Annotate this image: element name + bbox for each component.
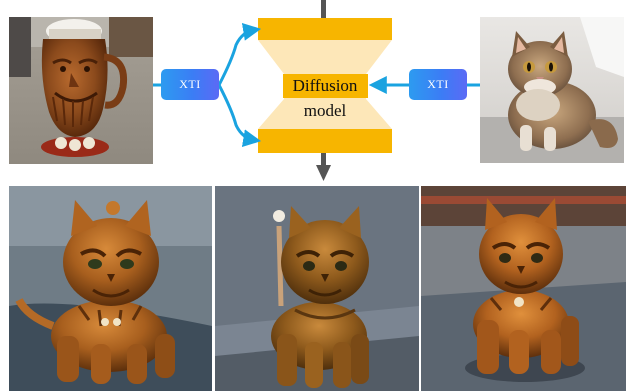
xti-box-right: XTI	[409, 69, 467, 100]
output-arrow-head	[316, 165, 331, 181]
output-arrow-shaft	[321, 153, 326, 167]
top-bar	[258, 18, 392, 40]
model-label-line2: model	[303, 101, 347, 120]
output-photo-ceramic-cat-3	[421, 186, 626, 391]
arrow-to-bottom-bar	[217, 84, 262, 148]
input-arrow-stub	[321, 0, 326, 18]
model-label-line1: Diffusion	[292, 76, 358, 95]
arrow-to-top-bar	[217, 22, 262, 86]
input-photo-tiki-mug	[9, 17, 153, 164]
output-photo-ceramic-cat-2	[215, 186, 419, 391]
input-photo-kitten	[480, 17, 624, 163]
output-photo-ceramic-cat-1	[9, 186, 212, 391]
xti-box-left: XTI	[161, 69, 219, 100]
bottom-bar	[258, 129, 392, 153]
